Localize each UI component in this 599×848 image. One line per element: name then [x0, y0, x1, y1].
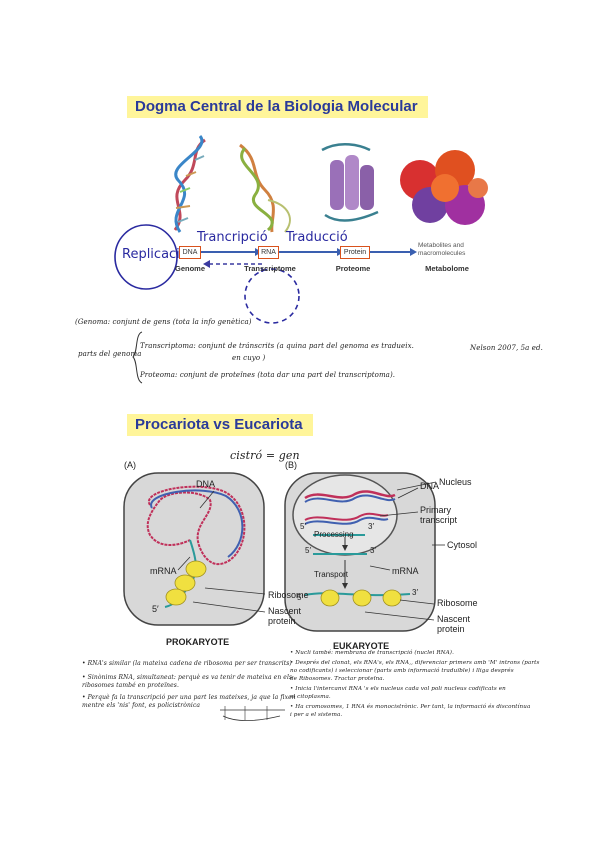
euk-nucleus-label: Nucleus — [439, 477, 472, 487]
rna-helix-image — [239, 143, 291, 233]
metabolome-caption: Metabolome — [425, 264, 469, 273]
euk-nascent-label: Nascent protein — [437, 614, 471, 634]
note-sketch — [220, 706, 285, 721]
note-right-line: • Nucli també: membrana de transcripció … — [290, 650, 454, 656]
prok-mrna-label: mRNA — [150, 566, 177, 576]
euk-dna-label: DNA — [420, 481, 440, 491]
note-left-line: • Sinònims RNA, simultaneat: perquè es v… — [82, 674, 293, 681]
note-left-line: mentre els 'nis' font, es policistrònica — [82, 702, 201, 709]
euk-five-2: 5′ — [305, 546, 311, 555]
cistron-note: cistró = gen — [230, 449, 300, 462]
euk-five-3: 5′ — [297, 593, 303, 602]
proteome-caption: Proteome — [335, 264, 371, 273]
note-left-line: ribosomes també en proteïnes. — [82, 682, 179, 689]
transcription-label: Trancripció — [197, 230, 268, 245]
prok-dna-label: DNA — [196, 479, 216, 489]
prokaryote-cell — [123, 472, 265, 626]
note-transcriptome: Transcriptoma: conjunt de tránscrits (a … — [140, 342, 414, 350]
prok-ribosome-label: Ribosome — [268, 590, 309, 600]
euk-three-2: 3′ — [370, 546, 376, 555]
euk-cytosol-label: Cytosol — [447, 540, 478, 550]
replication-label: Replicació — [122, 247, 188, 262]
panel-a-tag: (A) — [124, 460, 136, 470]
note-brace — [132, 331, 143, 384]
eukaryote-caption: EUKARYOTE — [333, 641, 390, 651]
note-right-line: el citoplasma. — [290, 694, 331, 700]
prokaryote-eukaryote-diagram — [123, 472, 445, 632]
note-right-line: • Després del clonat, els RNA's, els RNA… — [290, 660, 540, 666]
euk-mrna-label: mRNA — [392, 566, 419, 576]
note-genome: (Genoma: conjunt de gens (tota la info g… — [75, 318, 252, 326]
note-proteome: Proteoma: conjunt de proteïnes (tota dar… — [140, 371, 396, 379]
note-right-line: no codificants) i seleccionar (parts amb… — [290, 668, 514, 674]
euk-three-1: 3′ — [368, 522, 374, 531]
prok-five-label: 5′ — [152, 604, 159, 614]
note-left-line: • RNA's similar (la mateixa cadena de ri… — [82, 660, 292, 667]
section1-title: Dogma Central de la Biologia Molecular — [127, 96, 428, 118]
note-genome-parts: parts del genoma — [78, 350, 142, 358]
rna-replication-loop — [244, 268, 300, 324]
genome-caption: Genome — [174, 264, 205, 273]
section2-title: Procariota vs Eucariota — [127, 414, 313, 436]
note-left-line: • Perquè fa la transcripció per una part… — [82, 694, 296, 701]
metabolome-image — [400, 150, 488, 225]
euk-ribosome-label: Ribosome — [437, 598, 478, 608]
prok-nascent-label: Nascent protein — [268, 606, 302, 626]
prokaryote-caption: PROKARYOTE — [166, 637, 230, 647]
euk-transport-label: Transport — [314, 570, 348, 579]
euk-primary-transcript-label: Primary transcript — [420, 505, 458, 525]
dna-helix-image — [173, 135, 206, 233]
note-right-line: • Ha cromosomes, 1 RNA és monocistrònic.… — [290, 704, 531, 710]
dna-box: DNA — [179, 246, 201, 259]
protein-image — [321, 143, 379, 222]
note-reference: Nelson 2007, 5a ed. — [470, 344, 543, 352]
metabolites-caption: Metabolites and macromolecules — [418, 242, 466, 257]
rna-box: RNA — [258, 246, 279, 259]
note-right-line: de Ribosomes. Tractar proteïna. — [290, 676, 385, 682]
replication-loop — [114, 224, 178, 290]
euk-five-1: 5′ — [300, 522, 306, 531]
euk-processing-label: Processing — [314, 530, 354, 539]
protein-box: Protein — [340, 246, 370, 259]
translation-label: Traducció — [286, 230, 348, 245]
note-right-line: i per a el sistema. — [290, 712, 343, 718]
transcriptome-caption: Transcriptome — [244, 264, 296, 273]
euk-three-3: 3′ — [412, 588, 418, 597]
note-right-line: • Inicia l'intercanvi RNA 's els nucleus… — [290, 686, 506, 692]
panel-b-tag: (B) — [285, 460, 297, 470]
central-dogma-diagram — [114, 135, 488, 324]
note-aside: en cuyo ) — [232, 354, 266, 362]
